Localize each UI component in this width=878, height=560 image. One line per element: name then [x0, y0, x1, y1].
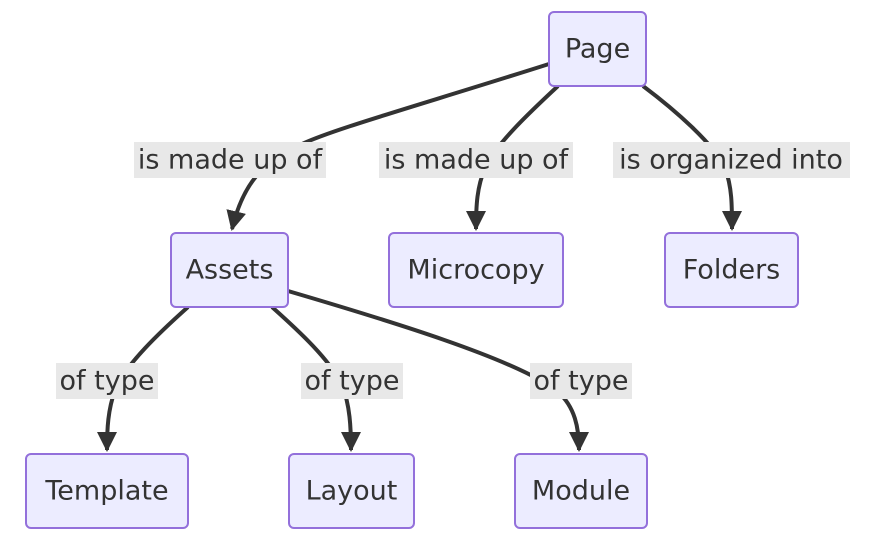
- edge-page-assets: [226, 62, 550, 231]
- edge-label-text: of type: [305, 366, 400, 397]
- node-layout[interactable]: Layout: [288, 453, 415, 529]
- node-module[interactable]: Module: [514, 453, 648, 529]
- edge-label-assets-layout: of type: [301, 363, 403, 399]
- node-assets[interactable]: Assets: [170, 232, 289, 308]
- node-page[interactable]: Page: [548, 11, 647, 87]
- edge-assets-module: [287, 289, 589, 452]
- edge-label-text: is organized into: [619, 145, 843, 176]
- edge-label-page-assets: is made up of: [134, 142, 326, 178]
- edge-labels: is made up of is made up of is organized…: [56, 142, 850, 399]
- node-label: Microcopy: [407, 255, 544, 286]
- edge-label-text: is made up of: [384, 145, 570, 176]
- node-label: Template: [44, 476, 168, 507]
- node-label: Folders: [683, 255, 781, 286]
- edge-label-page-folders: is organized into: [613, 142, 850, 178]
- edge-label-text: is made up of: [138, 145, 324, 176]
- node-label: Page: [565, 34, 630, 65]
- edge-label-page-microcopy: is made up of: [379, 142, 573, 178]
- node-microcopy[interactable]: Microcopy: [388, 232, 564, 308]
- edge-label-text: of type: [534, 366, 629, 397]
- node-label: Module: [532, 476, 630, 507]
- node-folders[interactable]: Folders: [664, 232, 799, 308]
- node-template[interactable]: Template: [25, 453, 189, 529]
- edge-label-text: of type: [60, 366, 155, 397]
- node-label: Layout: [306, 476, 398, 507]
- edge-label-assets-template: of type: [56, 363, 158, 399]
- node-label: Assets: [186, 255, 274, 286]
- nodes: Page Assets Microcopy Folders Template L…: [25, 11, 799, 529]
- edge-label-assets-module: of type: [530, 363, 632, 399]
